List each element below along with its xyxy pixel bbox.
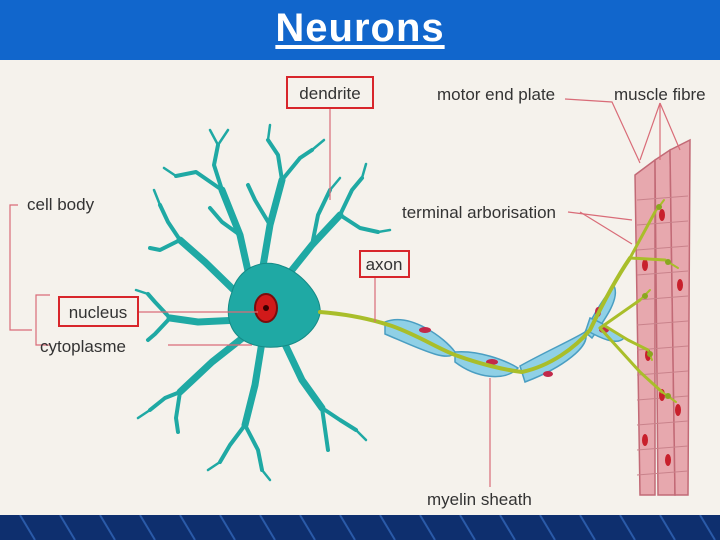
axon-box xyxy=(359,250,410,278)
leader-lines xyxy=(9,98,681,487)
label-axon: axon xyxy=(366,255,403,274)
label-cytoplasme: cytoplasme xyxy=(40,337,126,356)
muscle-striations xyxy=(636,195,689,476)
label-dendrite: dendrite xyxy=(299,84,360,103)
axon-fibre xyxy=(318,199,679,403)
label-nucleus: nucleus xyxy=(69,303,128,322)
label-motor-end-plate: motor end plate xyxy=(437,85,555,104)
highlight-boxes xyxy=(58,76,410,327)
footer-bar xyxy=(0,515,720,540)
title-bar: Neurons xyxy=(0,0,720,60)
neuron-diagram: dendrite motor end plate muscle fibre ce… xyxy=(0,60,720,515)
label-terminal-arborisation: terminal arborisation xyxy=(402,203,556,222)
nucleolus xyxy=(263,305,269,311)
dendrite-box xyxy=(286,76,374,109)
label-myelin-sheath: myelin sheath xyxy=(427,490,532,509)
slide-title: Neurons xyxy=(275,6,445,50)
neuron-diagram-svg: dendrite motor end plate muscle fibre ce… xyxy=(9,76,706,509)
footer-pattern xyxy=(19,515,716,540)
muscle-nuclei xyxy=(642,209,683,466)
motor-end-plates xyxy=(642,204,671,399)
label-cell-body: cell body xyxy=(27,195,95,214)
label-muscle-fibre: muscle fibre xyxy=(614,85,706,104)
nucleus-box xyxy=(58,296,139,327)
